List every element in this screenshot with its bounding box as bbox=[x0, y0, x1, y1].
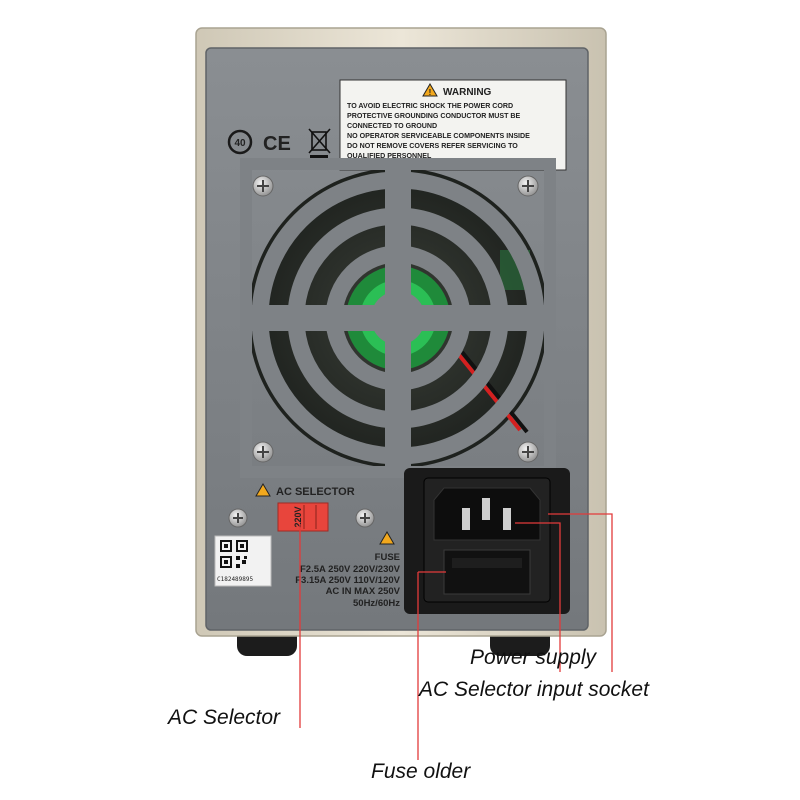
warning-triangle-icon bbox=[422, 83, 438, 97]
warning-line-1: TO AVOID ELECTRIC SHOCK THE POWER CORD bbox=[347, 102, 513, 110]
warning-title: WARNING bbox=[443, 87, 492, 98]
warning-line-5: DO NOT REMOVE COVERS REFER SERVICING TO bbox=[347, 142, 518, 150]
compliance-marks: 40 CE bbox=[227, 128, 331, 158]
serial-number: C182489895 bbox=[217, 576, 254, 583]
ac-selector-title: AC SELECTOR bbox=[276, 486, 355, 498]
fuse-label: FUSE F2.5A 250V 220V/230V F3.15A 250V 11… bbox=[295, 531, 401, 609]
serial-sticker: C182489895 bbox=[214, 535, 272, 587]
rohs-40-icon: 40 bbox=[227, 129, 253, 155]
fuse-line-4: 50Hz/60Hz bbox=[353, 598, 400, 609]
fuse-title: FUSE bbox=[375, 552, 400, 563]
ce-mark-icon: CE bbox=[263, 133, 291, 155]
weee-bin-icon bbox=[308, 128, 331, 158]
warning-line-3: CONNECTED TO GROUND bbox=[347, 122, 437, 130]
svg-text:!: ! bbox=[429, 88, 432, 97]
fuse-line-2: F3.15A 250V 110V/120V bbox=[295, 575, 400, 586]
warning-line-6: QUALIFIED PERSONNEL bbox=[347, 152, 432, 160]
callout-leaders bbox=[299, 513, 613, 760]
qr-code-icon bbox=[220, 540, 248, 568]
iec-power-socket[interactable] bbox=[404, 468, 570, 614]
ac-selector-area: AC SELECTOR 220V bbox=[255, 483, 355, 532]
callout-power-supply: Power supply bbox=[470, 646, 597, 669]
callout-ac-selector: AC Selector bbox=[168, 706, 281, 729]
fan-grille bbox=[240, 158, 556, 478]
warning-line-2: PROTECTIVE GROUNDING CONDUCTOR MUST BE bbox=[347, 112, 521, 120]
svg-text:40: 40 bbox=[234, 138, 246, 149]
fuse-line-3: AC IN MAX 250V bbox=[326, 586, 401, 597]
ac-selector-value: 220V bbox=[293, 506, 303, 527]
warning-line-4: NO OPERATOR SERVICEABLE COMPONENTS INSID… bbox=[347, 132, 530, 140]
callout-ac-input-socket: AC Selector input socket bbox=[419, 678, 649, 701]
callout-fuse-holder: Fuse older bbox=[371, 760, 471, 783]
warning-label: ! WARNING TO AVOID ELECTRIC SHOCK THE PO… bbox=[339, 79, 567, 171]
warning-triangle-icon bbox=[255, 483, 271, 497]
warning-triangle-icon bbox=[379, 531, 395, 545]
fuse-line-1: F2.5A 250V 220V/230V bbox=[300, 564, 401, 575]
fuse-holder-drawer[interactable] bbox=[443, 549, 531, 595]
